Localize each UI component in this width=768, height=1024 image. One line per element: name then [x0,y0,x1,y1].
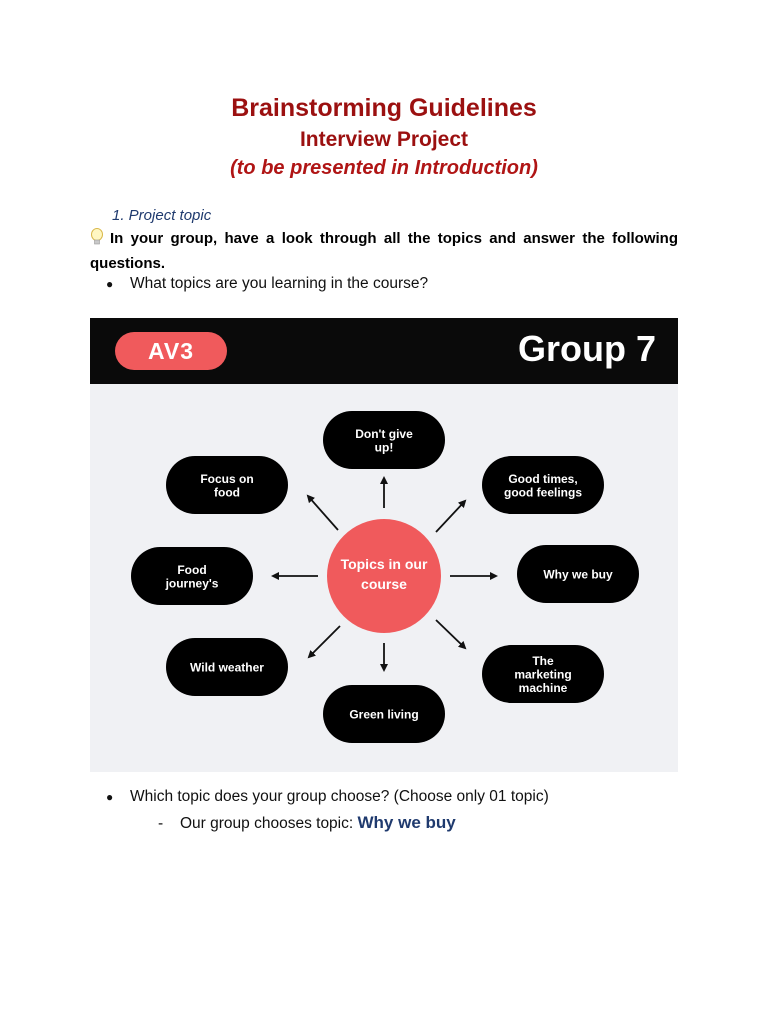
group-label: Group 7 [517,328,656,369]
topic-label: machine [519,681,568,695]
bullet-text: What topics are you learning in the cour… [130,275,429,292]
intro-paragraph: In your group, have a look through all t… [90,228,678,275]
topic-node-5: Green living [323,685,445,743]
topic-node-2: Good times,good feelings [482,456,604,514]
document-subtitle: Interview Project [299,128,469,151]
center-topic-label: course [361,576,407,592]
topic-pill [131,547,253,605]
figure-header: AV3 Group 7 [90,318,678,384]
center-topic-circle [327,519,441,633]
connector-arrow-4 [435,619,467,650]
answer-prefix: Our group chooses topic: [180,815,358,832]
topic-label: up! [375,440,394,454]
topic-pill [482,645,604,703]
document-title: Brainstorming Guidelines [231,94,537,122]
topic-label: Food [177,563,206,577]
topic-label: food [214,485,240,499]
bullet-dot-icon: ● [106,790,114,804]
bullet-text: Which topic does your group choose? (Cho… [130,788,549,805]
intro-text: In your group, have a look through all t… [90,230,678,272]
topic-node-6: Wild weather [166,638,288,696]
topic-label: journey's [165,576,219,590]
bullet-dot-icon: ● [106,277,114,291]
bullet-choose-question: ● Which topic does your group choose? (Ch… [106,788,549,806]
class-tag-badge: AV3 [115,332,227,370]
document-note: (to be presented in Introduction) [230,157,538,179]
dash-marker: - [158,815,164,832]
topic-label: Don't give [355,427,413,441]
connector-arrow-8 [306,494,339,531]
center-topic-label: Topics in our [341,556,428,572]
topic-pill [166,638,288,696]
topic-label: Focus on [200,472,253,486]
topic-pill [482,456,604,514]
topic-label: Wild weather [190,661,264,675]
topic-pill [166,456,288,514]
connector-arrow-2 [435,499,467,533]
topic-pill [323,411,445,469]
sub-bullet-answer: -Our group chooses topic: Why we buy [158,813,456,833]
topics-figure: AV3 Group 7 Topics in our course Don't giv… [90,318,678,772]
topic-label: The [532,654,554,668]
topic-label: good feelings [504,485,582,499]
topic-label: Why we buy [543,568,613,582]
section-heading: 1. Project topic [112,207,212,224]
topic-label: Green living [349,708,418,722]
bullet-topics-question: ● What topics are you learning in the cou… [106,275,428,293]
answer-topic: Why we buy [357,813,456,832]
diagram-arrows [271,476,498,672]
topic-pill [517,545,639,603]
topic-pill [323,685,445,743]
connector-arrow-6 [307,625,341,659]
topic-node-3: Why we buy [517,545,639,603]
topic-label: marketing [514,668,571,682]
lightbulb-icon [90,228,104,253]
topic-label: Good times, [508,472,577,486]
